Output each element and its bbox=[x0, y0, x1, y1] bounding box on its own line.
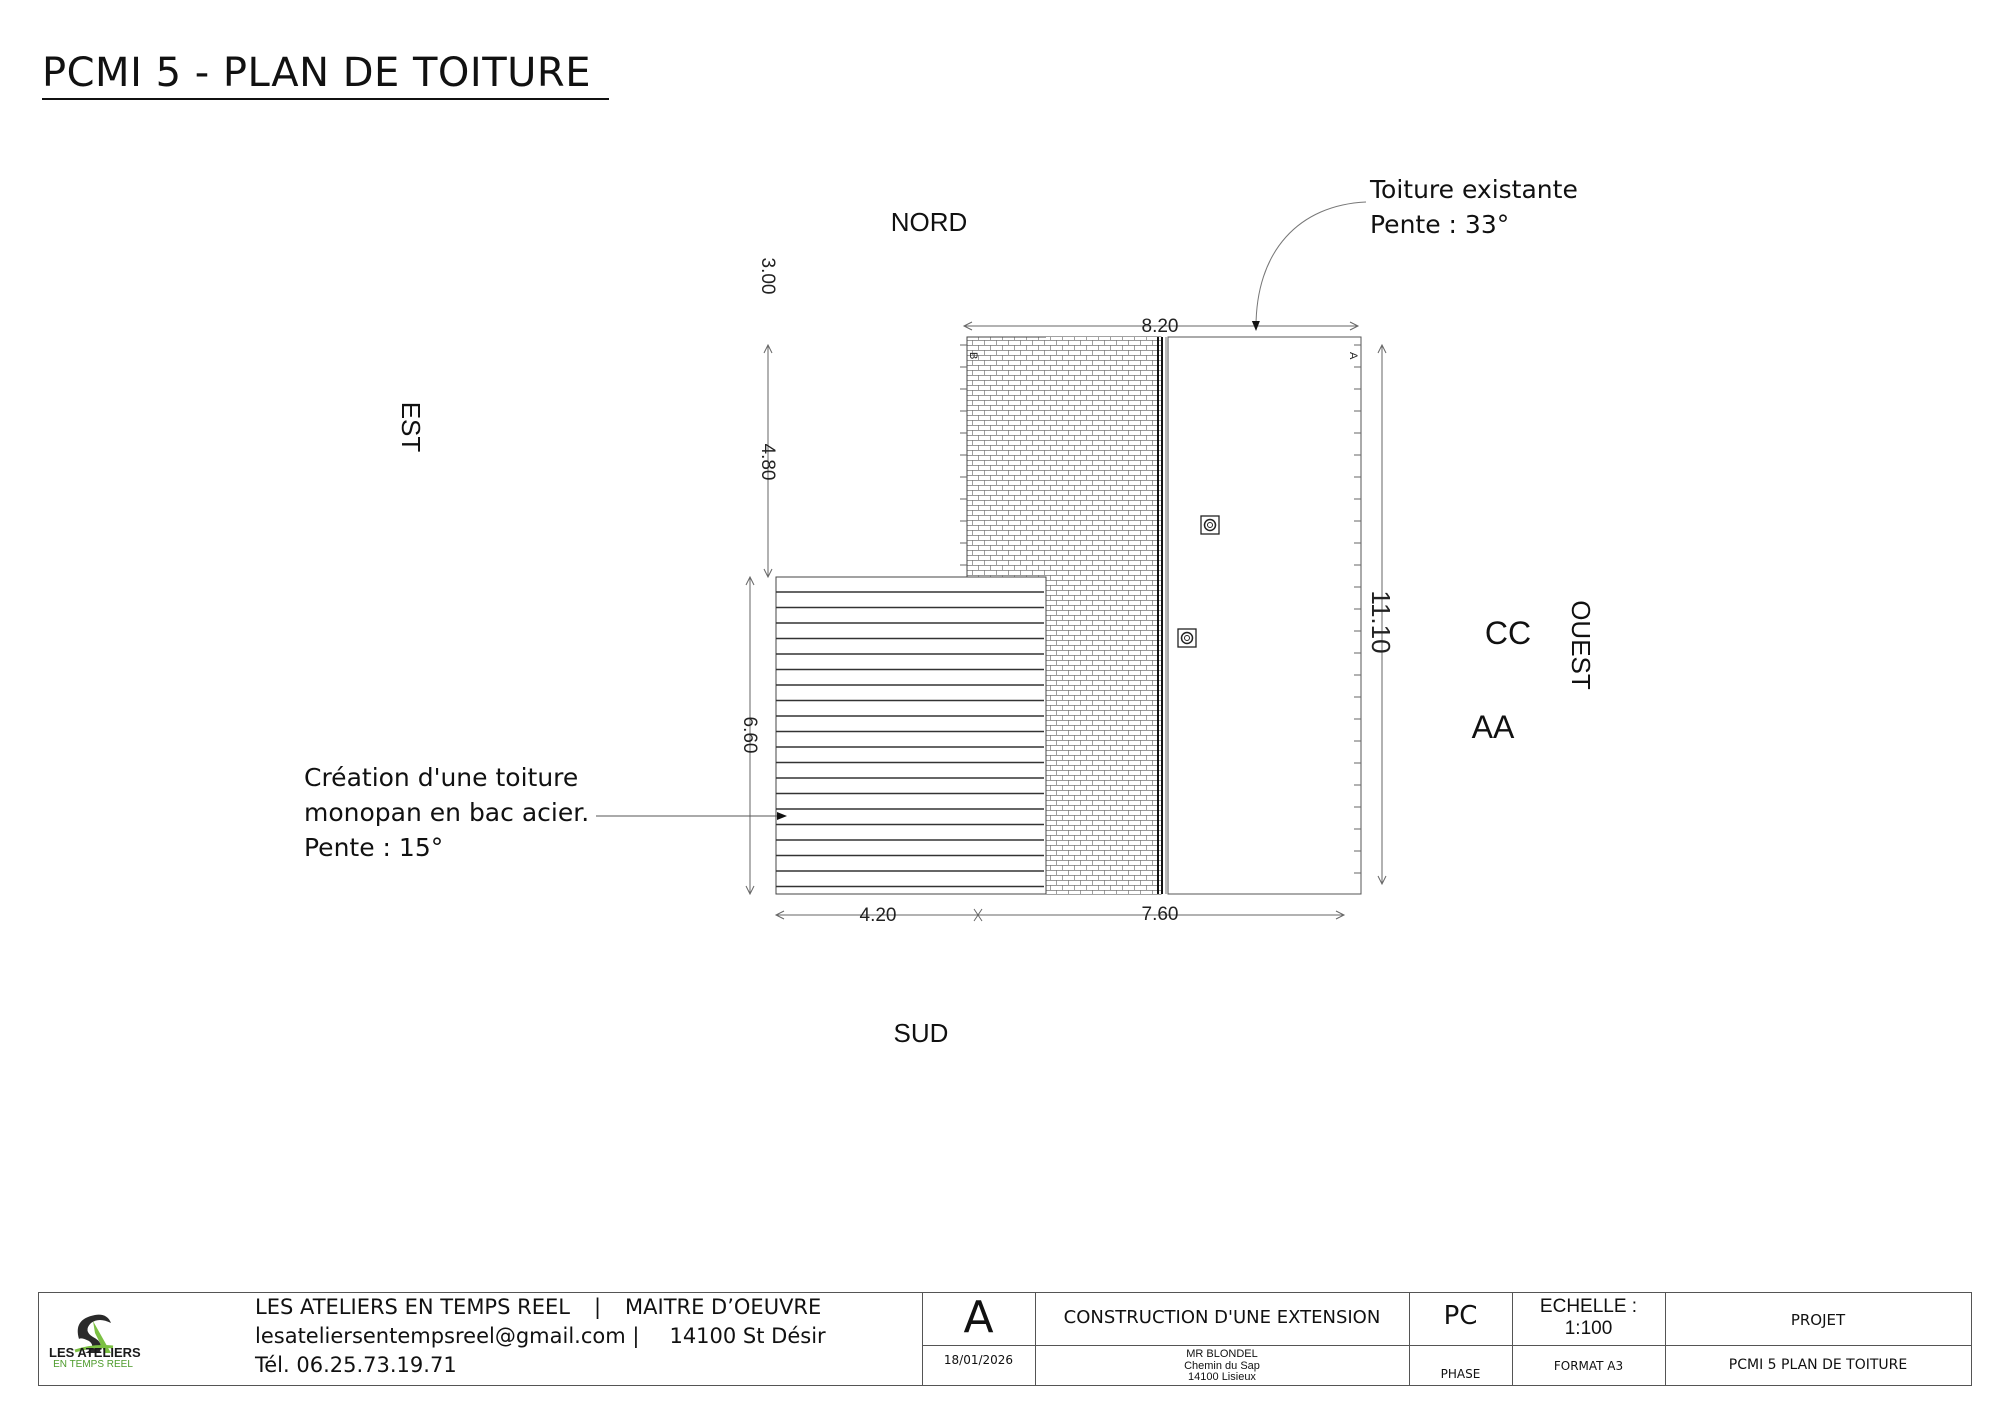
dim-height-total: 11.10 bbox=[1366, 590, 1396, 653]
company-email[interactable]: lesateliersentempsreel@gmail.com | bbox=[255, 1324, 640, 1348]
dim-bottom-left: 4.20 bbox=[860, 905, 897, 926]
dim-left-upper: 4.80 bbox=[757, 444, 778, 481]
note-existing-roof-line2: Pente : 33° bbox=[1370, 210, 1509, 239]
leader-arrow-existing bbox=[1251, 201, 1367, 331]
orientation-north: NORD bbox=[891, 207, 968, 237]
company-name-line: LES ATELIERS EN TEMPS REEL|MAITRE D’OEUV… bbox=[255, 1295, 822, 1319]
company-contact-line: lesateliersentempsreel@gmail.com | 14100 … bbox=[255, 1322, 826, 1351]
logo-text-line1: LES ATELIERS bbox=[49, 1345, 141, 1360]
note-existing-roof-line1: Toiture existante bbox=[1369, 175, 1578, 204]
note-new-roof-line1: Création d'une toiture bbox=[304, 763, 578, 792]
orientation-east: EST bbox=[396, 402, 426, 453]
roof-vent-icon bbox=[1200, 515, 1220, 535]
existing-roof-slope bbox=[1167, 336, 1362, 895]
dim-left-lower: 6.60 bbox=[739, 717, 760, 754]
client-name: MR BLONDEL bbox=[1186, 1348, 1258, 1360]
orientation-south: SUD bbox=[894, 1018, 949, 1048]
company-city: 14100 St Désir bbox=[669, 1324, 826, 1348]
roof-vent-icon bbox=[1177, 628, 1197, 648]
section-marker-b: B bbox=[967, 352, 979, 359]
phase-code: PC bbox=[1443, 1301, 1478, 1331]
company-logo bbox=[74, 1314, 114, 1353]
logo-text-line2: EN TEMPS REEL bbox=[53, 1359, 133, 1370]
company-name: LES ATELIERS EN TEMPS REEL bbox=[255, 1295, 570, 1319]
orientation-west: OUEST bbox=[1566, 600, 1596, 690]
company-role: MAITRE D’OEUVRE bbox=[625, 1295, 822, 1319]
revision-date: 18/01/2026 bbox=[943, 1353, 1014, 1367]
page-title: PCMI 5 - PLAN DE TOITURE bbox=[42, 50, 609, 100]
client-street: Chemin du Sap bbox=[1184, 1360, 1260, 1372]
section-marker-a: A bbox=[1347, 352, 1359, 360]
phase-label: PHASE bbox=[1440, 1367, 1481, 1381]
paper-format: FORMAT A3 bbox=[1553, 1359, 1624, 1373]
scale-label: ECHELLE : bbox=[1539, 1296, 1638, 1317]
dim-left-top: 3.00 bbox=[757, 258, 778, 295]
note-new-roof-line3: Pente : 15° bbox=[304, 833, 443, 862]
note-new-roof-line2: monopan en bac acier. bbox=[304, 798, 589, 827]
sheet-name: PCMI 5 PLAN DE TOITURE bbox=[1728, 1357, 1908, 1373]
section-label-aa: AA bbox=[1472, 709, 1515, 745]
client-city: 14100 Lisieux bbox=[1188, 1371, 1256, 1383]
company-phone: Tél. 06.25.73.19.71 bbox=[255, 1353, 457, 1377]
new-steel-roof bbox=[775, 576, 1047, 895]
title-block: LES ATELIERS EN TEMPS REEL LES ATELIERS … bbox=[38, 1292, 1972, 1386]
project-label: PROJET bbox=[1790, 1311, 1846, 1329]
scale-value: 1:100 bbox=[1564, 1318, 1613, 1339]
dim-bottom-right: 7.60 bbox=[1142, 904, 1179, 925]
dim-top-width: 8.20 bbox=[1142, 316, 1179, 337]
revision-index: A bbox=[963, 1292, 994, 1343]
project-title: CONSTRUCTION D'UNE EXTENSION bbox=[1063, 1307, 1381, 1328]
section-label-cc: CC bbox=[1485, 615, 1531, 651]
